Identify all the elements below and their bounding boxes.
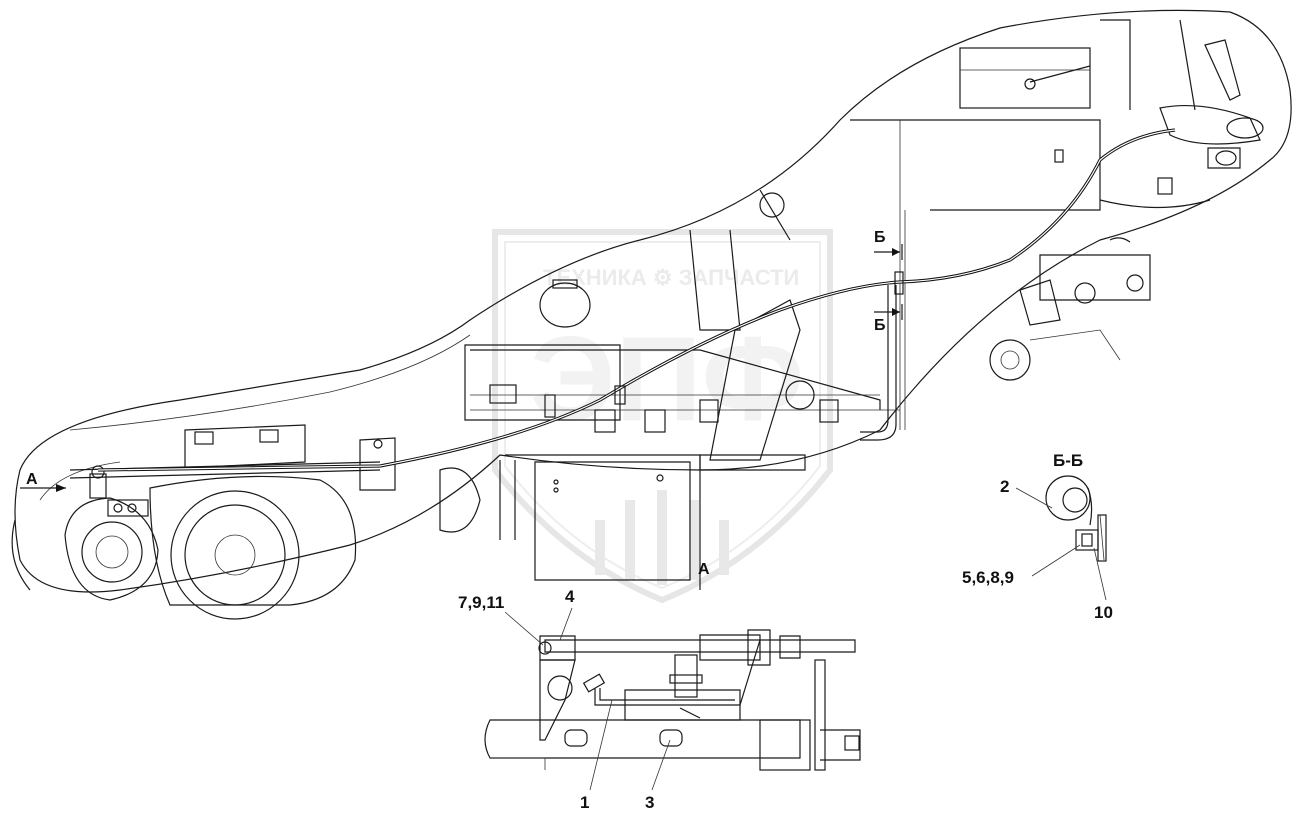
drum-wheel [149,475,357,620]
callout-1-label: 1 [580,793,589,812]
callout-10-label: 10 [1094,603,1113,622]
frame-structure [11,19,1264,620]
callout-7911-label: 7,9,11 [458,593,504,612]
watermark-logo: ТЕХНИКА ⚙ ЗАПЧАСТИ ЭПФ [492,229,833,604]
section-b-bottom-label: Б [874,317,886,334]
section-bb-title: Б-Б [1053,451,1083,470]
section-bb-detail: Б-Б 2 5,6,8,9 10 [962,451,1113,622]
watermark-wheat-icon [595,490,729,585]
view-a-callouts: 7,9,11 4 1 3 [458,587,671,812]
brake-assembly [64,465,159,601]
view-a-detail [484,629,861,771]
machine-envelope [14,9,1292,593]
section-b-top-label: Б [874,229,886,246]
callout-3-label: 3 [645,793,654,812]
section-b-marker: Б Б [874,229,903,334]
callout-2-label: 2 [1000,477,1009,496]
watermark-brand-text: ТЕХНИКА ⚙ ЗАПЧАСТИ [543,265,799,290]
view-a-marker: A [20,471,66,492]
view-a-bottom-label: A [698,561,710,578]
callout-4-label: 4 [565,587,575,606]
view-a-label: A [26,471,38,488]
control-cable [97,128,1176,472]
watermark-logo-letters: ЭПФ [530,312,804,446]
callout-5689-label: 5,6,8,9 [962,568,1014,587]
